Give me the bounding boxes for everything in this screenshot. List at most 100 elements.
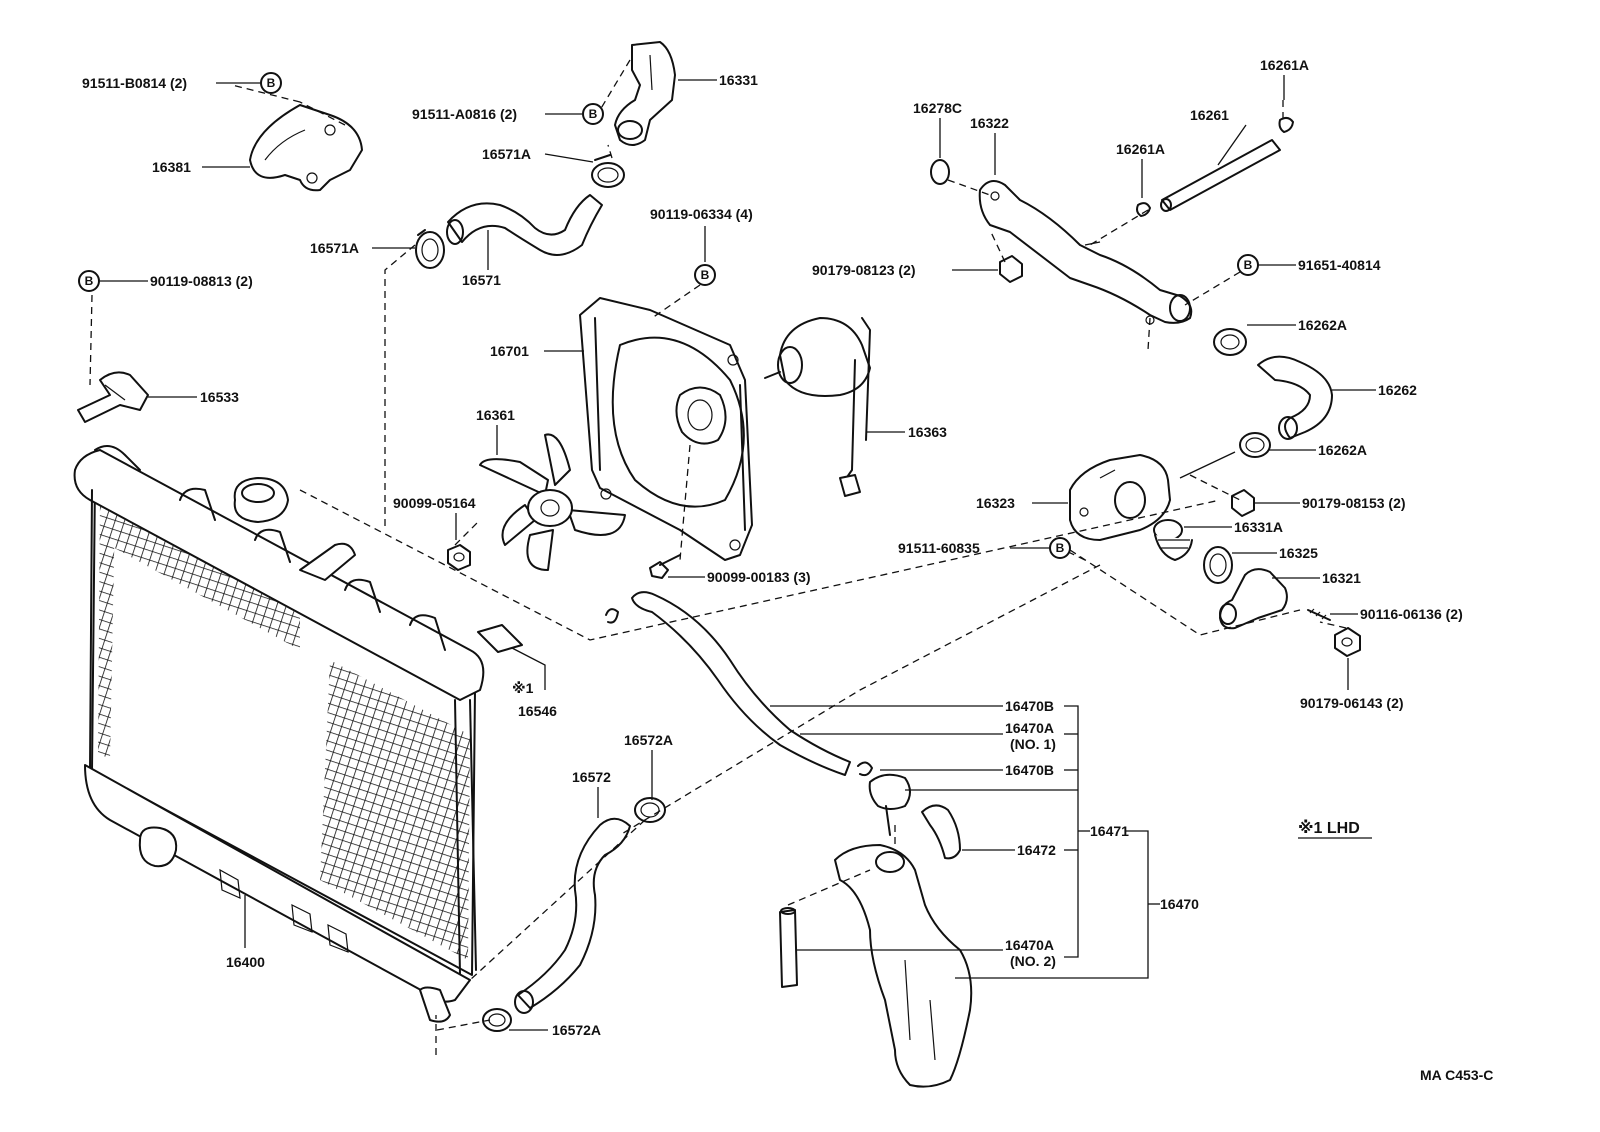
water-inlet-housing-16323 xyxy=(1069,454,1171,541)
hose-16262 xyxy=(1257,355,1333,440)
label-16321: 16321 xyxy=(1322,570,1361,586)
clamp-16571A-top xyxy=(591,154,625,188)
label-16572a-top: 16572A xyxy=(624,732,673,748)
label-90179-06143: 90179-06143 (2) xyxy=(1300,695,1404,711)
gasket-16325 xyxy=(1203,546,1233,584)
fan-motor-16363 xyxy=(764,317,871,497)
reservoir-tank-16471 xyxy=(834,773,973,1088)
label-16323: 16323 xyxy=(976,495,1015,511)
label-16572: 16572 xyxy=(572,769,611,785)
clamp-16571A-left xyxy=(415,229,445,269)
nut-90099-05164 xyxy=(447,544,471,571)
marker-b-5: B xyxy=(1237,254,1259,276)
label-16470b-top: 16470B xyxy=(1005,698,1054,714)
gasket-16278C xyxy=(930,159,950,185)
diagram-code: MA C453-C xyxy=(1420,1067,1493,1083)
clamp-16261A-top xyxy=(1278,116,1294,133)
label-16262a-bottom: 16262A xyxy=(1318,442,1367,458)
label-16470a-no1: 16470A xyxy=(1005,720,1054,736)
label-16701: 16701 xyxy=(490,343,529,359)
label-91651-40814: 91651-40814 xyxy=(1298,257,1381,273)
label-90179-08153: 90179-08153 (2) xyxy=(1302,495,1406,511)
water-outlet-16331 xyxy=(614,41,676,146)
label-16470b-bottom: 16470B xyxy=(1005,762,1054,778)
label-16470a-no2-sub: (NO. 2) xyxy=(1010,953,1056,969)
thermostat-16331A xyxy=(1153,519,1193,561)
stud-90116-06136 xyxy=(1307,608,1331,621)
inlet-16321 xyxy=(1219,568,1288,630)
label-90099-00183: 90099-00183 (3) xyxy=(707,569,811,585)
label-plate-16546 xyxy=(477,624,523,653)
label-90179-08123: 90179-08123 (2) xyxy=(812,262,916,278)
svg-text:B: B xyxy=(1244,258,1253,272)
label-16331a: 16331A xyxy=(1234,519,1283,535)
label-16322: 16322 xyxy=(970,115,1009,131)
label-90116-06136: 90116-06136 (2) xyxy=(1360,606,1463,622)
hose-16470A-no1 xyxy=(631,591,851,776)
label-91511-60835: 91511-60835 xyxy=(898,540,980,556)
svg-text:B: B xyxy=(1056,541,1065,555)
bolt-90099-00183 xyxy=(649,554,681,579)
label-16325: 16325 xyxy=(1279,545,1318,561)
label-90119-06334: 90119-06334 (4) xyxy=(650,206,753,222)
label-90099-05164: 90099-05164 xyxy=(393,495,476,511)
label-16278c: 16278C xyxy=(913,100,962,116)
clamp-16262A-bottom xyxy=(1239,432,1271,458)
hose-16571 xyxy=(446,194,603,256)
note-mark-16546: ※1 xyxy=(512,680,534,696)
label-16472: 16472 xyxy=(1017,842,1056,858)
fan-shroud-16701 xyxy=(579,297,753,561)
svg-text:B: B xyxy=(267,76,276,90)
clamp-16572A-bottom xyxy=(482,1008,512,1032)
label-16381: 16381 xyxy=(152,159,191,175)
svg-text:B: B xyxy=(701,268,710,282)
pipe-16322 xyxy=(978,180,1193,325)
clip-16533 xyxy=(77,371,149,423)
radiator-16400 xyxy=(73,445,485,1023)
hose-16572 xyxy=(514,817,631,1014)
label-16262: 16262 xyxy=(1378,382,1417,398)
nut-90179-08153 xyxy=(1231,489,1255,517)
leader-lines xyxy=(100,75,1376,1031)
label-16470: 16470 xyxy=(1160,896,1199,912)
label-16470a-no2: 16470A xyxy=(1005,937,1054,953)
label-91511-a0816: 91511-A0816 (2) xyxy=(412,106,517,122)
clamp-16572A-top xyxy=(634,797,666,823)
marker-b-6: B xyxy=(1049,537,1071,559)
label-16400: 16400 xyxy=(226,954,265,970)
hose-16261 xyxy=(1160,139,1281,212)
marker-b-1: B xyxy=(260,72,282,94)
fan-16361 xyxy=(479,433,626,571)
note-lhd: ※1 LHD xyxy=(1298,819,1360,837)
clip-16470B-bottom xyxy=(857,761,873,777)
label-16571a-top: 16571A xyxy=(482,146,531,162)
label-16261a-top: 16261A xyxy=(1260,57,1309,73)
label-16361: 16361 xyxy=(476,407,515,423)
assembly-lines xyxy=(89,59,1347,1055)
label-91511-b0814: 91511-B0814 (2) xyxy=(82,75,187,91)
pipe-16470A-no2 xyxy=(779,907,798,988)
svg-text:B: B xyxy=(85,274,94,288)
label-16533: 16533 xyxy=(200,389,239,405)
part-labels: 91511-B0814 (2) 16381 91511-A0816 (2) 16… xyxy=(82,57,1493,1083)
marker-b-4: B xyxy=(694,264,716,286)
label-16261: 16261 xyxy=(1190,107,1229,123)
bracket-16381 xyxy=(249,104,363,192)
marker-b-3: B xyxy=(78,270,100,292)
label-90119-08813: 90119-08813 (2) xyxy=(150,273,253,289)
label-16470a-no1-sub: (NO. 1) xyxy=(1010,736,1056,752)
nut-90179-08123 xyxy=(999,255,1023,283)
nut-90179-06143 xyxy=(1334,627,1361,657)
label-16331: 16331 xyxy=(719,72,758,88)
clamp-16261A-mid xyxy=(1136,202,1151,217)
svg-text:B: B xyxy=(589,107,598,121)
label-16546: 16546 xyxy=(518,703,557,719)
label-16363: 16363 xyxy=(908,424,947,440)
label-16261a-mid: 16261A xyxy=(1116,141,1165,157)
label-16572a-bottom: 16572A xyxy=(552,1022,601,1038)
hose-16472 xyxy=(921,804,961,860)
clip-16470B-top xyxy=(605,608,619,624)
marker-b-2: B xyxy=(582,103,604,125)
label-16571: 16571 xyxy=(462,272,501,288)
